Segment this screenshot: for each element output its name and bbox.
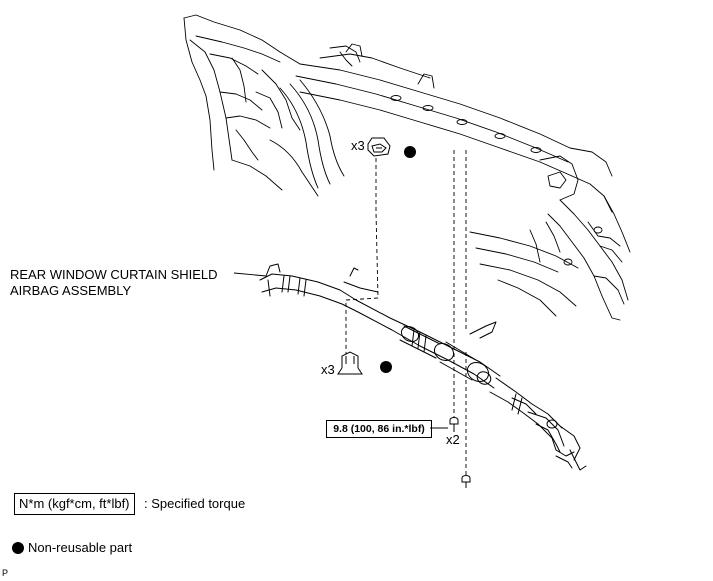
vehicle-body-structure [183,14,631,321]
bolt-quantity: x2 [446,432,460,447]
airbag-part-label-line2: AIRBAG ASSEMBLY [10,283,132,298]
airbag-part-label-line1: REAR WINDOW CURTAIN SHIELD [10,267,218,282]
torque-spec-box: 9.8 (100, 86 in.*lbf) [326,420,432,438]
lower-clip-quantity: x3 [321,362,335,377]
lower-clip-nonreusable-icon [380,361,392,373]
upper-clip-icon [367,137,391,157]
installation-guide-lines [345,150,467,476]
curtain-airbag-assembly [259,263,587,471]
legend-nonreusable-description: Non-reusable part [28,540,133,555]
airbag-part-label: REAR WINDOW CURTAIN SHIELD AIRBAG ASSEMB… [10,267,218,299]
legend-torque-description: : Specified torque [144,496,246,511]
lower-clip-icon [337,351,363,375]
illustration-code: P [2,568,9,578]
legend-nonreusable-icon [12,542,24,554]
legend-torque-units-box: N*m (kgf*cm, ft*lbf) [14,493,135,515]
upper-clip-quantity: x3 [351,138,365,153]
upper-clip-nonreusable-icon [404,146,416,158]
bolt-icons [449,417,471,488]
leader-lines [233,272,448,429]
